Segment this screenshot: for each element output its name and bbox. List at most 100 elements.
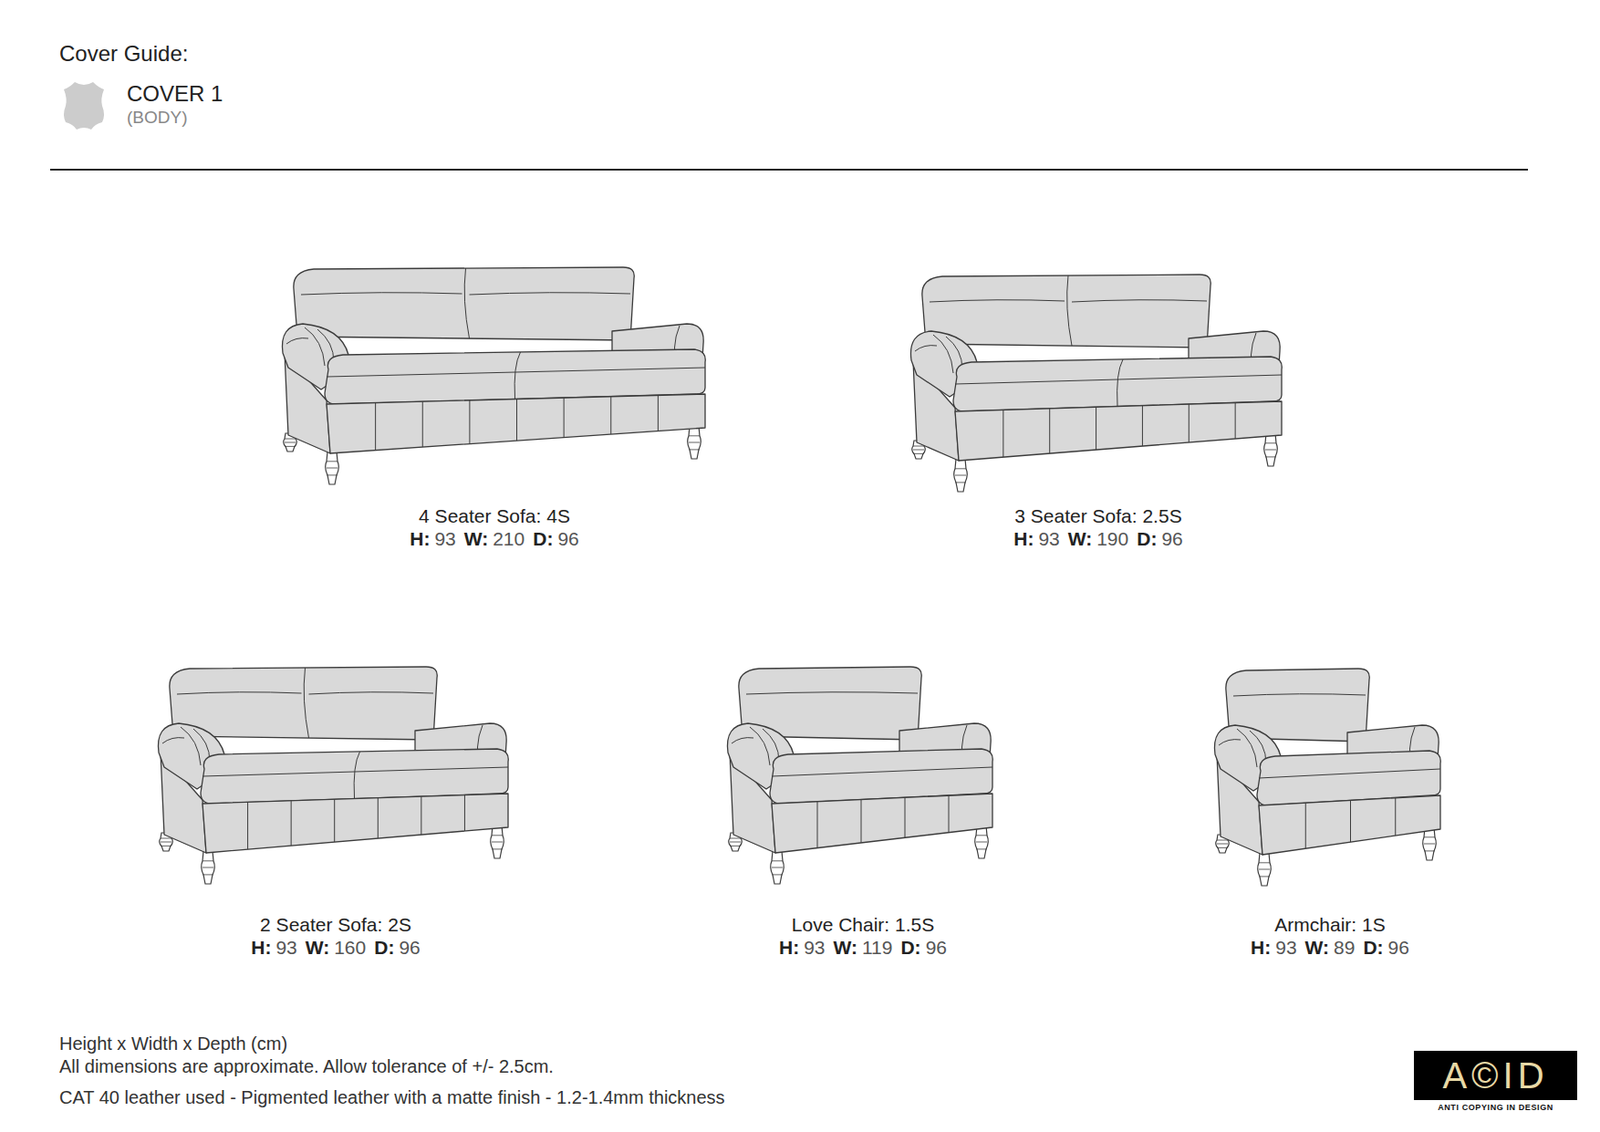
dimension-value: 210 (492, 528, 525, 550)
sofa-leg (1423, 827, 1437, 861)
leg-ring (955, 481, 967, 483)
leg-ring (688, 448, 700, 450)
dimension-key: H: (409, 528, 430, 550)
seam-line (1071, 300, 1207, 302)
seam-line (817, 801, 819, 849)
dimension-value: 93 (275, 936, 297, 958)
dimension-value: 96 (1388, 936, 1410, 958)
sofa-base (1258, 795, 1441, 855)
seam-line (945, 336, 963, 370)
seam-line (746, 692, 918, 695)
leg-ring (1265, 442, 1277, 444)
seam-line (1218, 739, 1241, 746)
seam-line (247, 801, 249, 850)
sofa-leg (770, 851, 785, 884)
sofa-leg (1257, 852, 1272, 886)
leg-ring (913, 449, 925, 451)
leg-ring (955, 475, 967, 477)
leg-ring (976, 841, 988, 843)
dimension-row: H:93W:119D:96 (680, 935, 1046, 959)
dimension-key: D: (900, 936, 921, 958)
leg-ring (976, 834, 988, 836)
dimension-key: W: (833, 936, 858, 958)
sofa-leg (954, 458, 968, 492)
dimension-key: H: (1250, 936, 1271, 958)
seam-line (1249, 730, 1267, 764)
sofa-leg (1264, 433, 1278, 467)
sofa-back (293, 267, 634, 341)
sofa-drawing (727, 666, 993, 884)
sofa-drawing (281, 267, 706, 485)
header-rule (50, 168, 1528, 171)
leg-ring (202, 860, 214, 862)
dimension-key: D: (1362, 936, 1383, 958)
seam-line (1188, 404, 1190, 443)
seam-line (1233, 694, 1366, 697)
dimension-value: 190 (1096, 528, 1129, 550)
leg-ring (1265, 449, 1277, 451)
dimension-key: W: (305, 936, 330, 958)
seam-line (162, 737, 185, 744)
leg-ring (771, 860, 783, 862)
seam-line (176, 692, 302, 695)
seam-line (514, 352, 520, 399)
sofa-drawing (910, 274, 1282, 492)
seam-line (333, 799, 335, 842)
seam-line (861, 800, 863, 843)
sofa-back (922, 274, 1211, 348)
dimension-row: H:93W:89D:96 (1147, 935, 1513, 959)
seam-line (1258, 768, 1441, 779)
logo-box (1413, 1050, 1578, 1101)
sofa-leg (490, 825, 505, 859)
product-name: 4 Seater Sofa: 4S (311, 504, 677, 528)
seam-line (193, 728, 210, 762)
sofa-base (955, 401, 1282, 461)
leg-ring (729, 845, 741, 847)
seam-line (762, 728, 780, 762)
seam-line (464, 795, 466, 832)
seam-line (286, 338, 309, 344)
leg-ring (1423, 850, 1435, 852)
dimension-value: 89 (1333, 936, 1355, 958)
leg-ring (491, 848, 503, 850)
leg-ring (202, 867, 214, 869)
footer-note: Height x Width x Depth (cm) (59, 1033, 288, 1055)
leg-ring (688, 442, 700, 444)
leg-ring (729, 841, 741, 843)
seam-line (610, 396, 612, 435)
dimension-value: 93 (803, 936, 825, 958)
dimension-key: W: (1305, 936, 1330, 958)
leg-ring (1216, 843, 1228, 845)
sofa-leg (201, 851, 216, 884)
seam-line (1305, 802, 1307, 849)
logo-text: A©ID (1413, 1050, 1578, 1101)
sofa-back (169, 666, 437, 740)
product-name: Armchair: 1S (1147, 913, 1513, 936)
leg-ring (284, 446, 296, 447)
dimension-value: 96 (557, 528, 579, 550)
seam-line (317, 329, 334, 363)
seam-line (469, 292, 632, 295)
product-name: 3 Seater Sofa: 2.5S (915, 504, 1281, 528)
dimension-value: 96 (1161, 528, 1183, 550)
leg-ring (1423, 843, 1435, 845)
product-label-group: Love Chair: 1.5SH:93W:119D:96 (680, 913, 1046, 959)
leg-ring (1258, 862, 1270, 863)
leg-ring (1423, 836, 1435, 838)
leg-ring (913, 446, 925, 447)
footer-note: CAT 40 leather used - Pigmented leather … (59, 1087, 726, 1109)
product-label-group: 4 Seater Sofa: 4SH:93W:210D:96 (311, 504, 677, 551)
dimension-value: 119 (862, 936, 893, 958)
sofa-leg (975, 825, 989, 859)
seam-line (309, 692, 435, 695)
seam-line (1095, 406, 1097, 450)
dimension-value: 160 (333, 936, 366, 958)
seam-line (1067, 275, 1072, 346)
dimension-key: W: (464, 528, 489, 550)
sofa-drawings (157, 267, 1441, 886)
leg-ring (729, 838, 741, 840)
dimension-key: D: (1136, 528, 1157, 550)
leg-ring (955, 467, 967, 469)
product-label-group: 2 Seater Sofa: 2SH:93W:160D:96 (153, 913, 519, 959)
seam-line (1394, 798, 1396, 836)
